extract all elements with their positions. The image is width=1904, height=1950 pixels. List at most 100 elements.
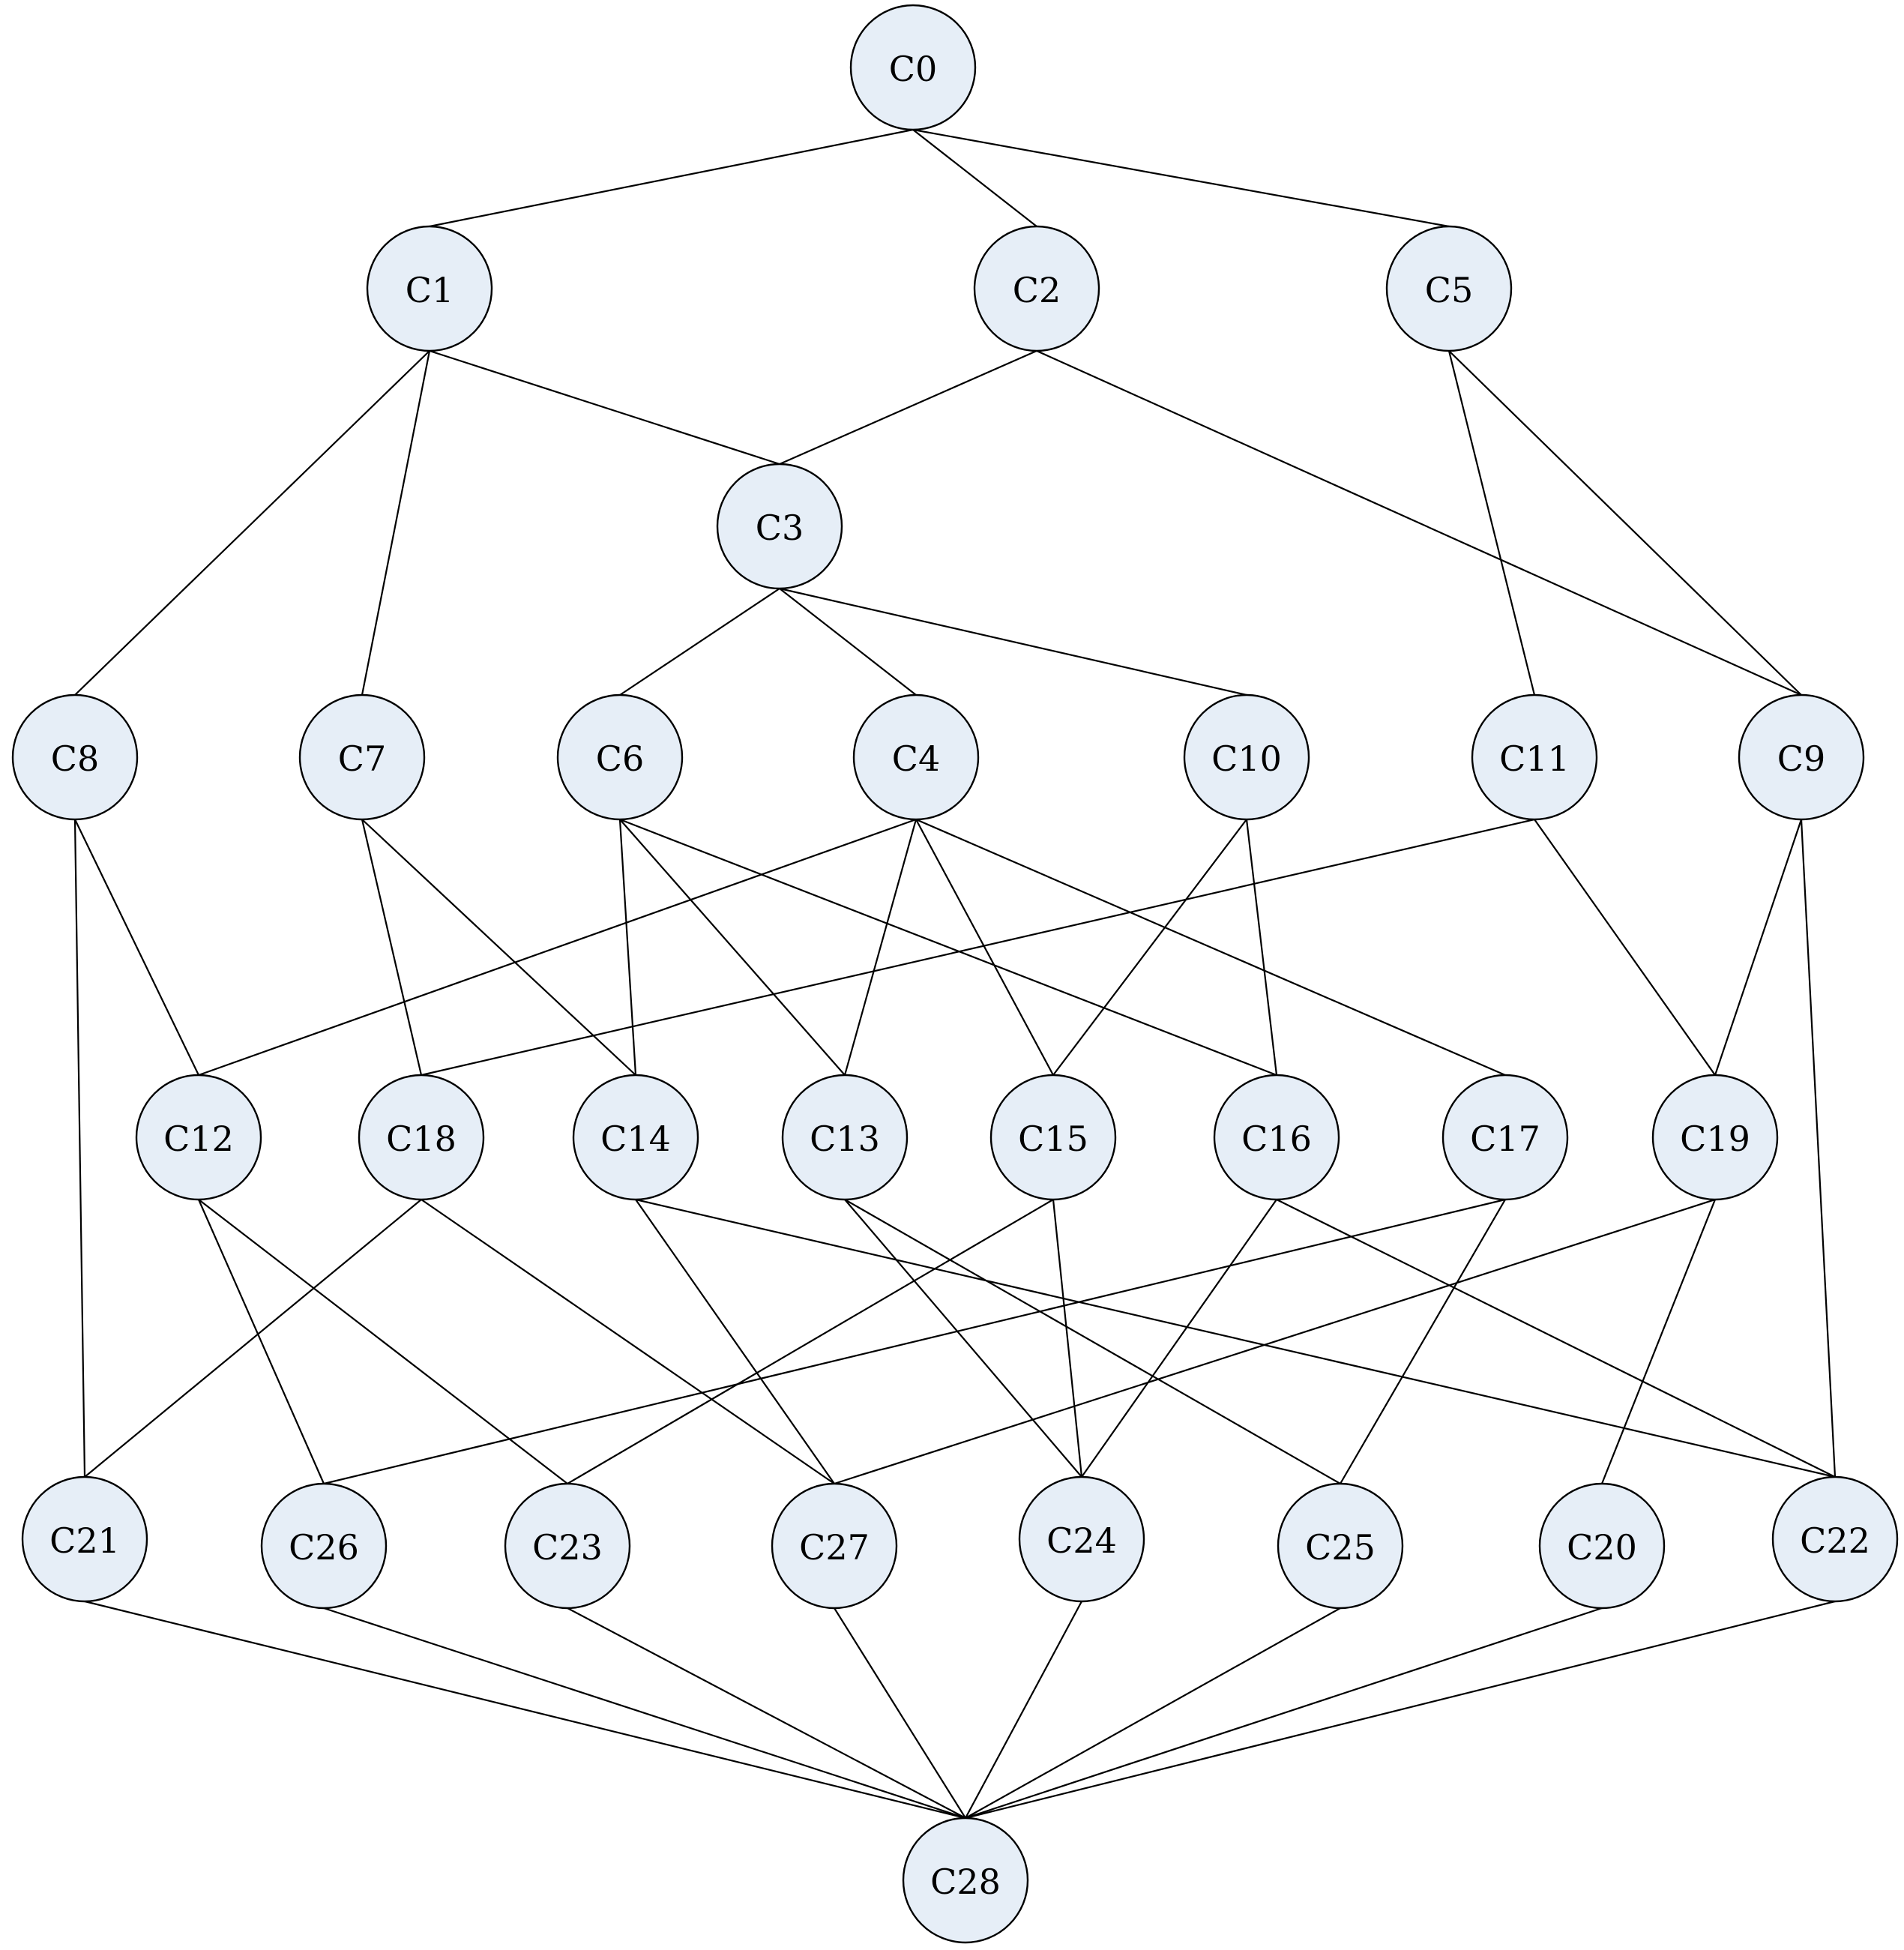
edge-c14-c22: [635, 1198, 1836, 1478]
edge-c0-c1: [429, 128, 914, 228]
node-label: C0: [889, 49, 937, 89]
edge-c16-c24: [1081, 1199, 1277, 1478]
node-c10: C10: [1183, 693, 1310, 821]
edge-c15-c23: [567, 1199, 1054, 1484]
node-label: C21: [49, 1520, 120, 1561]
node-c21: C21: [21, 1475, 148, 1603]
node-c6: C6: [556, 693, 684, 821]
node-circle: [1183, 693, 1310, 821]
node-c1: C1: [366, 225, 493, 352]
node-label: C13: [810, 1119, 880, 1159]
node-circle: [989, 1074, 1117, 1201]
node-c19: C19: [1651, 1074, 1779, 1201]
edge-c12-c23: [198, 1199, 568, 1484]
node-label: C3: [756, 508, 804, 548]
edge-c26-c28: [323, 1607, 966, 1820]
node-label: C14: [600, 1119, 671, 1159]
node-c17: C17: [1441, 1074, 1569, 1201]
node-circle: [1213, 1074, 1340, 1201]
node-label: C15: [1018, 1119, 1088, 1159]
node-c28: C28: [902, 1817, 1029, 1944]
edge-c3-c4: [779, 588, 917, 696]
edge-c9-c22: [1800, 819, 1837, 1478]
node-circle: [1771, 1475, 1899, 1603]
node-c14: C14: [572, 1074, 699, 1201]
node-label: C12: [163, 1119, 234, 1159]
edge-layer: [73, 128, 1837, 1820]
edge-c1-c8: [74, 350, 430, 696]
node-circle: [11, 693, 139, 821]
edge-c0-c5: [912, 128, 1450, 228]
edge-c11-c18: [421, 818, 1535, 1077]
edge-c7-c18: [361, 819, 423, 1076]
node-circle: [1651, 1074, 1779, 1201]
node-c23: C23: [504, 1482, 631, 1610]
edge-c8-c12: [74, 819, 199, 1076]
node-circle: [1385, 225, 1513, 352]
node-label: C25: [1305, 1527, 1376, 1568]
node-c8: C8: [11, 693, 139, 821]
node-label: C19: [1680, 1119, 1750, 1159]
node-circle: [135, 1074, 262, 1201]
edge-c13-c24: [844, 1199, 1082, 1478]
edge-c14-c27: [635, 1199, 835, 1484]
edge-c4-c12: [198, 818, 917, 1077]
node-circle: [572, 1074, 699, 1201]
node-c16: C16: [1213, 1074, 1340, 1201]
node-c11: C11: [1471, 693, 1598, 821]
node-c25: C25: [1277, 1482, 1404, 1610]
node-circle: [1018, 1475, 1145, 1603]
node-c7: C7: [298, 693, 426, 821]
edge-c24-c28: [965, 1601, 1082, 1819]
edge-c6-c14: [618, 819, 637, 1076]
node-label: C7: [338, 738, 386, 779]
edge-c15-c24: [1052, 1199, 1083, 1478]
edge-c1-c3: [429, 349, 780, 466]
edge-c6-c13: [619, 819, 846, 1076]
node-circle: [902, 1817, 1029, 1944]
node-c4: C4: [852, 693, 980, 821]
node-c3: C3: [716, 463, 843, 590]
edge-c21-c28: [84, 1600, 966, 1820]
node-circle: [973, 225, 1100, 352]
node-label: C9: [1777, 738, 1825, 779]
edge-c27-c28: [834, 1607, 966, 1819]
node-c26: C26: [260, 1482, 388, 1610]
edge-c25-c28: [965, 1607, 1341, 1819]
node-circle: [1738, 693, 1865, 821]
node-label: C2: [1013, 270, 1061, 310]
edge-c2-c9: [1036, 349, 1802, 696]
edge-c16-c22: [1276, 1199, 1836, 1478]
edge-c6-c16: [619, 818, 1277, 1077]
node-label: C26: [289, 1527, 359, 1568]
node-c2: C2: [973, 225, 1100, 352]
edge-c8-c21: [73, 819, 86, 1478]
node-c12: C12: [135, 1074, 262, 1201]
node-c27: C27: [771, 1482, 898, 1610]
node-label: C5: [1425, 270, 1473, 310]
edge-c17-c26: [323, 1198, 1506, 1485]
node-label: C8: [51, 738, 99, 779]
node-c22: C22: [1771, 1475, 1899, 1603]
node-circle: [1441, 1074, 1569, 1201]
node-label: C23: [532, 1527, 603, 1568]
edge-c10-c15: [1052, 819, 1247, 1076]
node-label: C10: [1211, 738, 1282, 779]
node-label: C4: [892, 738, 940, 779]
edge-c23-c28: [567, 1607, 966, 1819]
edge-c18-c21: [84, 1199, 422, 1478]
edge-c18-c27: [421, 1199, 835, 1484]
edge-c4-c13: [843, 819, 918, 1076]
node-c13: C13: [781, 1074, 909, 1201]
node-circle: [1277, 1482, 1404, 1610]
node-c24: C24: [1018, 1475, 1145, 1603]
node-circle: [260, 1482, 388, 1610]
node-label: C20: [1567, 1527, 1637, 1568]
edge-c4-c15: [915, 819, 1054, 1076]
node-c5: C5: [1385, 225, 1513, 352]
node-c18: C18: [358, 1074, 485, 1201]
edge-c9-c19: [1714, 819, 1803, 1076]
edge-c13-c25: [844, 1199, 1341, 1484]
